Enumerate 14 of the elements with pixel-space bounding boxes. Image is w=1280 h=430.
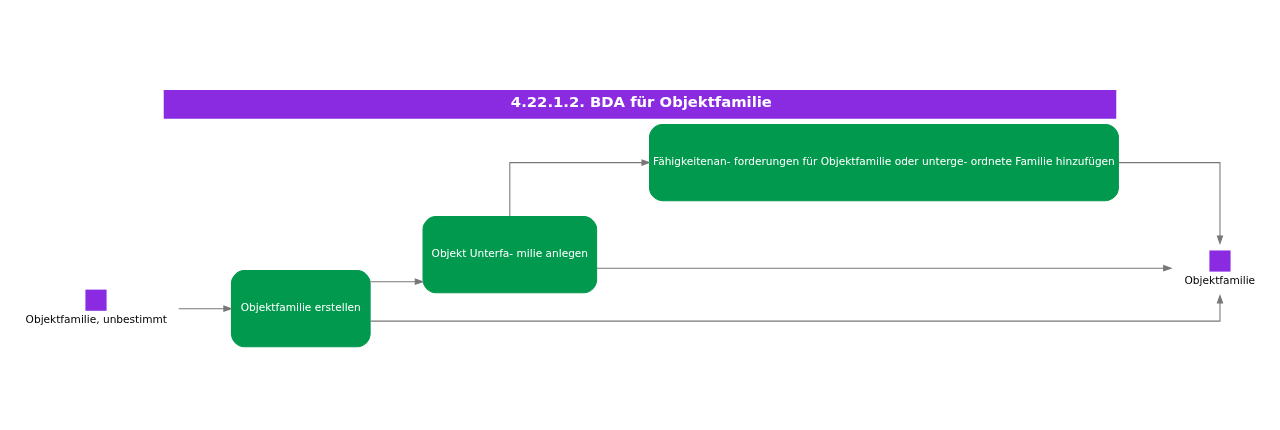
arrow [509, 159, 651, 217]
node-box [1209, 250, 1231, 272]
arrow [1118, 162, 1224, 245]
arrow [369, 278, 425, 285]
arrow [369, 294, 1224, 322]
diagram-title: 4.22.1.2. BDA für Objektfamilie [510, 93, 772, 111]
node-box: Objekt Unterfa- milie anlegen [422, 216, 598, 294]
arrow [178, 305, 233, 312]
node-box: Objektfamilie erstellen [230, 270, 371, 348]
node-label: Objektfamilie, unbestimmt [25, 313, 167, 326]
arrow [596, 264, 1173, 272]
node-box [85, 289, 107, 311]
node-box: Fähigkeitenan- forderungen für Objektfamilie oder unterge- ordnete Familie hinzufügen [649, 124, 1119, 202]
node-label: Objektfamilie [1184, 274, 1256, 287]
